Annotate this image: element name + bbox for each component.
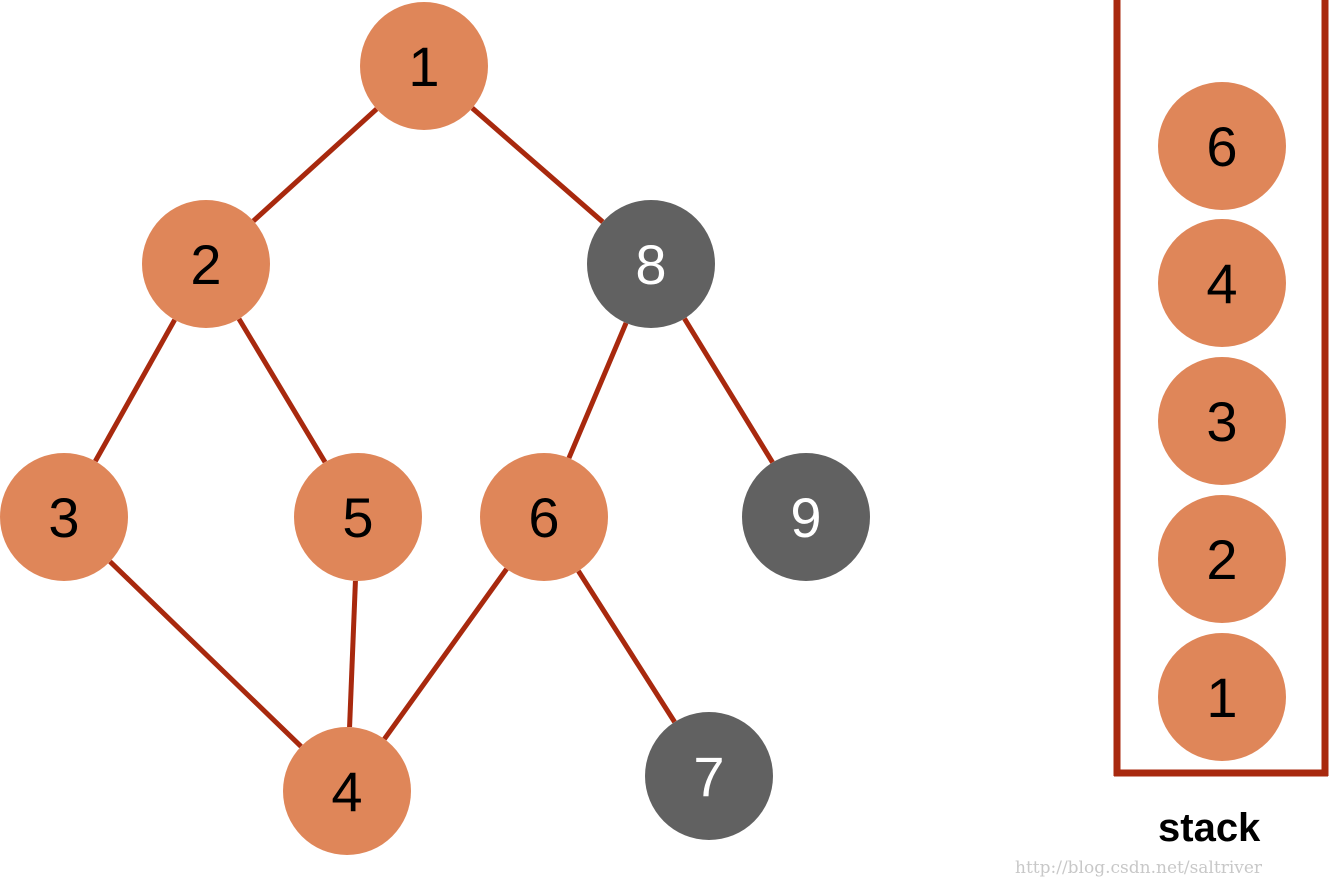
- node-label: 2: [1206, 528, 1237, 591]
- node-label: 2: [190, 233, 221, 296]
- node-4: 4: [283, 727, 411, 855]
- node-5: 5: [294, 453, 422, 581]
- node-circle: [1158, 633, 1286, 761]
- stack-item-6: 6: [1158, 82, 1286, 210]
- node-label: 1: [408, 35, 439, 98]
- node-circle: [360, 2, 488, 130]
- stack-border: [1113, 0, 1329, 777]
- node-circle: [1158, 82, 1286, 210]
- node-label: 6: [528, 486, 559, 549]
- edge-1-8: [470, 106, 605, 224]
- stack-item-1: 1: [1158, 633, 1286, 761]
- edge-6-4: [382, 567, 509, 741]
- node-circle: [283, 727, 411, 855]
- node-label: 1: [1206, 666, 1237, 729]
- nodes: 1 2 8 3 5 6 9 4 7: [0, 2, 870, 855]
- node-1: 1: [360, 2, 488, 130]
- node-circle: [1158, 219, 1286, 347]
- node-label: 4: [331, 760, 362, 823]
- node-circle: [294, 453, 422, 581]
- node-circle: [1158, 357, 1286, 485]
- edge-1-2: [251, 107, 379, 223]
- edges: [93, 106, 775, 749]
- stack-item-3: 3: [1158, 357, 1286, 485]
- edge-2-5: [236, 317, 328, 464]
- node-6: 6: [480, 453, 608, 581]
- edge-3-4: [108, 559, 303, 749]
- node-circle: [0, 453, 128, 581]
- edge-8-9: [682, 317, 775, 464]
- node-circle: [587, 200, 715, 328]
- node-label: 8: [635, 233, 666, 296]
- node-label: 3: [1206, 390, 1237, 453]
- watermark: http://blog.csdn.net/saltriver: [1015, 858, 1263, 878]
- node-3: 3: [0, 453, 128, 581]
- node-label: 4: [1206, 252, 1237, 315]
- node-label: 6: [1206, 115, 1237, 178]
- edge-6-7: [576, 569, 677, 724]
- node-circle: [742, 453, 870, 581]
- node-7: 7: [645, 712, 773, 840]
- node-label: 5: [342, 486, 373, 549]
- edge-2-3: [93, 318, 177, 463]
- edge-5-4: [347, 580, 358, 728]
- stack-label: stack: [1158, 806, 1261, 850]
- node-2: 2: [142, 200, 270, 328]
- node-label: 9: [790, 486, 821, 549]
- stack-item-4: 4: [1158, 219, 1286, 347]
- edge-8-6: [566, 321, 629, 460]
- node-circle: [480, 453, 608, 581]
- node-circle: [1158, 495, 1286, 623]
- node-9: 9: [742, 453, 870, 581]
- node-label: 3: [48, 486, 79, 549]
- stack-item-2: 2: [1158, 495, 1286, 623]
- node-circle: [645, 712, 773, 840]
- node-circle: [142, 200, 270, 328]
- node-label: 7: [693, 745, 724, 808]
- node-8: 8: [587, 200, 715, 328]
- stack-container: 6 4 3 2 1: [1113, 0, 1329, 777]
